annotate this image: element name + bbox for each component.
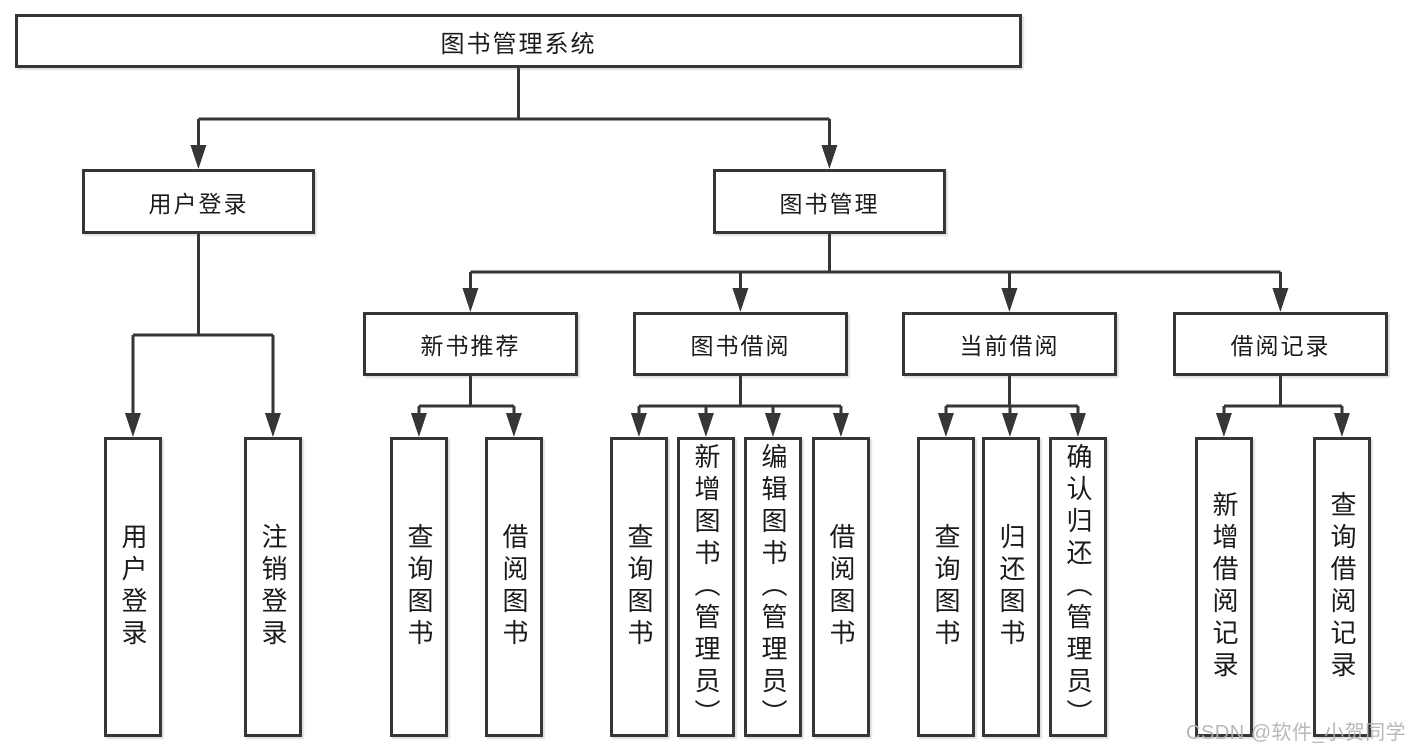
arrowhead-icon [765, 413, 781, 437]
leaf-node-user-login: 用户登录 [104, 437, 162, 737]
arrowhead-icon [1216, 413, 1232, 437]
arrowhead-icon [506, 413, 522, 437]
node-label: 用户登录 [148, 190, 249, 217]
leaf-node-query-borrow-record: 查询借阅记录 [1313, 437, 1371, 737]
leaf-label: 归还图书 [996, 523, 1026, 651]
arrowhead-icon [190, 145, 207, 169]
leaf-label: 借阅图书 [826, 523, 856, 651]
leaf-node-query-books-3: 查询图书 [917, 437, 975, 737]
arrowhead-icon [631, 413, 647, 437]
leaf-label: 用户登录 [118, 523, 148, 651]
leaf-label: 新增借阅记录 [1209, 491, 1239, 683]
level3-node-current-borrow: 当前借阅 [902, 312, 1117, 376]
leaf-node-query-books-1: 查询图书 [390, 437, 448, 737]
level3-node-new-books: 新书推荐 [363, 312, 578, 376]
leaf-node-edit-books-admin: 编辑图书（管理员） [744, 437, 802, 737]
leaf-node-add-books-admin: 新增图书（管理员） [677, 437, 735, 737]
level3-node-book-borrow: 图书借阅 [633, 312, 848, 376]
level3-node-borrow-records: 借阅记录 [1173, 312, 1388, 376]
level2-node-book-mgmt: 图书管理 [713, 169, 946, 234]
arrowhead-icon [1002, 413, 1018, 437]
leaf-label: 查询图书 [931, 523, 961, 651]
leaf-node-borrow-books-1: 借阅图书 [485, 437, 543, 737]
node-label: 图书管理 [779, 190, 880, 217]
node-label: 当前借阅 [959, 333, 1060, 359]
arrowhead-icon [821, 145, 838, 169]
arrowhead-icon [698, 413, 714, 437]
arrowhead-icon [938, 413, 954, 437]
leaf-node-logout: 注销登录 [244, 437, 302, 737]
arrowhead-icon [1001, 288, 1018, 312]
leaf-node-add-borrow-record: 新增借阅记录 [1195, 437, 1253, 737]
watermark: CSDN @软件_小贺同学 [1186, 722, 1405, 744]
arrowhead-icon [265, 413, 281, 437]
arrowhead-icon [1070, 413, 1086, 437]
leaf-label: 借阅图书 [499, 523, 529, 651]
connector-new-books [411, 376, 522, 437]
level2-node-user-login: 用户登录 [82, 169, 315, 234]
node-label: 新书推荐 [420, 333, 521, 359]
node-label: 借阅记录 [1230, 333, 1331, 359]
arrowhead-icon [732, 288, 749, 312]
connector-user-login [125, 234, 281, 437]
leaf-label: 确认归还（管理员） [1063, 443, 1093, 731]
leaf-label: 编辑图书（管理员） [758, 443, 788, 731]
leaf-label: 查询借阅记录 [1327, 491, 1357, 683]
leaf-label: 查询图书 [624, 523, 654, 651]
arrowhead-icon [833, 413, 849, 437]
arrowhead-icon [1272, 288, 1289, 312]
node-label: 图书借阅 [690, 333, 791, 359]
root-node: 图书管理系统 [15, 14, 1022, 68]
connector-current-borrow [938, 376, 1086, 437]
leaf-label: 注销登录 [258, 523, 288, 651]
leaf-node-borrow-books-2: 借阅图书 [812, 437, 870, 737]
leaf-node-confirm-return-admin: 确认归还（管理员） [1049, 437, 1107, 737]
arrowhead-icon [125, 413, 141, 437]
connector-root [190, 68, 838, 169]
connector-borrow-records [1216, 376, 1350, 437]
leaf-node-query-books-2: 查询图书 [610, 437, 668, 737]
connector-book-mgmt [462, 234, 1289, 312]
leaf-label: 新增图书（管理员） [691, 443, 721, 731]
arrowhead-icon [462, 288, 479, 312]
connector-book-borrow [631, 376, 849, 437]
arrowhead-icon [411, 413, 427, 437]
leaf-label: 查询图书 [404, 523, 434, 651]
leaf-node-return-books: 归还图书 [982, 437, 1040, 737]
root-node-label: 图书管理系统 [440, 30, 597, 58]
arrowhead-icon [1334, 413, 1350, 437]
